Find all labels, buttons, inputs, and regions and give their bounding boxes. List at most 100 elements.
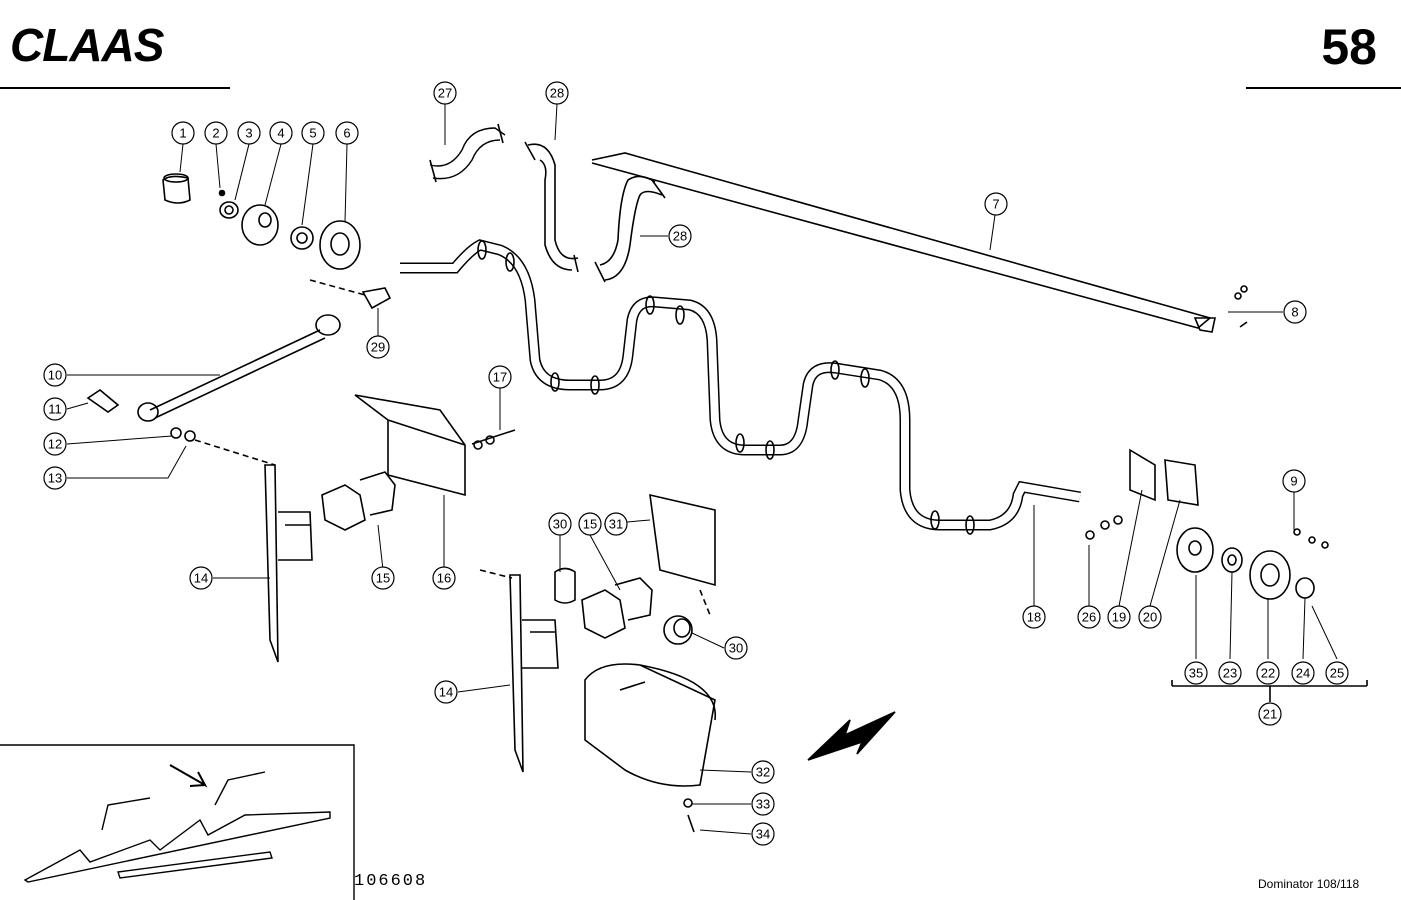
part-29-bracket xyxy=(361,287,392,310)
tube-clamps xyxy=(477,240,975,535)
part-32-cover xyxy=(584,663,716,787)
svg-text:30: 30 xyxy=(729,641,743,656)
callout-19: 19 xyxy=(1107,605,1131,629)
callout-labels: 1 2 3 4 5 6 7 8 9 10 11 12 13 14 14 15 1… xyxy=(43,81,1349,846)
callout-14a: 14 xyxy=(189,566,213,590)
callout-1: 1 xyxy=(171,121,195,145)
svg-text:22: 22 xyxy=(1261,666,1275,681)
svg-text:3: 3 xyxy=(245,126,252,141)
svg-text:29: 29 xyxy=(371,340,385,355)
callout-3: 3 xyxy=(237,121,261,145)
part-16-plate xyxy=(354,394,466,497)
svg-text:15: 15 xyxy=(376,571,390,586)
callout-13: 13 xyxy=(43,466,67,490)
callout-10: 10 xyxy=(43,363,67,387)
callout-31: 31 xyxy=(604,512,628,536)
callout-23: 23 xyxy=(1218,661,1242,685)
model-label: Dominator 108/118 xyxy=(1258,877,1360,891)
callout-6: 6 xyxy=(335,121,359,145)
svg-text:28: 28 xyxy=(673,229,687,244)
callout-14b: 14 xyxy=(434,680,458,704)
svg-text:25: 25 xyxy=(1330,666,1344,681)
direction-arrow xyxy=(807,711,896,761)
part-23-bearing xyxy=(1221,547,1243,573)
svg-text:35: 35 xyxy=(1189,666,1203,681)
part-11-bolt xyxy=(86,389,120,413)
callout-16: 16 xyxy=(432,566,456,590)
svg-text:10: 10 xyxy=(48,368,62,383)
svg-text:32: 32 xyxy=(756,765,770,780)
part-24-bushing xyxy=(1295,577,1315,599)
svg-text:17: 17 xyxy=(493,370,507,385)
callout-22: 22 xyxy=(1256,661,1280,685)
callout-35: 35 xyxy=(1184,661,1208,685)
part-35-flange xyxy=(1176,527,1214,573)
callout-17: 17 xyxy=(488,365,512,389)
svg-text:23: 23 xyxy=(1223,666,1237,681)
part-6-flange xyxy=(319,220,361,270)
callout-9: 9 xyxy=(1282,469,1306,493)
callout-4: 4 xyxy=(269,121,293,145)
hose-28a xyxy=(527,143,579,271)
callout-7: 7 xyxy=(984,192,1008,216)
svg-text:20: 20 xyxy=(1143,610,1157,625)
svg-text:12: 12 xyxy=(48,437,62,452)
part-19-bracket xyxy=(1129,448,1156,502)
hose-28b xyxy=(599,175,663,281)
part-15-guide-a xyxy=(321,471,396,531)
inset-overview xyxy=(0,744,355,900)
callout-11: 11 xyxy=(43,397,67,421)
part-5-bearing xyxy=(290,226,314,250)
part-4-flange xyxy=(241,204,279,246)
callout-27: 27 xyxy=(433,81,457,105)
part-10-rod xyxy=(149,329,326,419)
callout-33: 33 xyxy=(751,792,775,816)
svg-text:11: 11 xyxy=(48,402,62,417)
part-14-blade-a xyxy=(264,464,279,663)
svg-text:6: 6 xyxy=(343,126,350,141)
brand-logo: CLAAS xyxy=(10,19,164,71)
header-rule-left xyxy=(0,87,230,89)
svg-text:27: 27 xyxy=(438,86,452,101)
callout-28b: 28 xyxy=(668,224,692,248)
callout-15a: 15 xyxy=(371,566,395,590)
part-15-guide-b xyxy=(581,577,653,639)
callout-28a: 28 xyxy=(545,81,569,105)
callout-26: 26 xyxy=(1077,605,1101,629)
svg-text:21: 21 xyxy=(1263,707,1277,722)
svg-text:8: 8 xyxy=(1291,305,1298,320)
part-14-blade-b xyxy=(509,574,524,773)
svg-text:33: 33 xyxy=(756,797,770,812)
callout-24: 24 xyxy=(1291,661,1315,685)
callout-2: 2 xyxy=(204,121,228,145)
svg-text:19: 19 xyxy=(1112,610,1126,625)
callout-29: 29 xyxy=(366,335,390,359)
svg-text:14: 14 xyxy=(194,571,208,586)
svg-text:28: 28 xyxy=(550,86,564,101)
svg-text:5: 5 xyxy=(309,126,316,141)
svg-text:16: 16 xyxy=(437,571,451,586)
callout-30b: 30 xyxy=(724,636,748,660)
svg-text:18: 18 xyxy=(1027,610,1041,625)
svg-text:34: 34 xyxy=(756,827,770,842)
callout-20: 20 xyxy=(1138,605,1162,629)
callout-8: 8 xyxy=(1283,300,1307,324)
callout-21: 21 xyxy=(1258,702,1282,726)
callout-30a: 30 xyxy=(548,512,572,536)
svg-text:26: 26 xyxy=(1082,610,1096,625)
callout-5: 5 xyxy=(301,121,325,145)
part-1-bushing xyxy=(162,175,191,204)
svg-text:15: 15 xyxy=(583,517,597,532)
svg-text:9: 9 xyxy=(1290,474,1297,489)
part-20-bracket xyxy=(1164,459,1199,506)
callout-34: 34 xyxy=(751,822,775,846)
part-31-plate xyxy=(649,493,716,587)
drawing-number: 106608 xyxy=(354,872,428,891)
callout-32: 32 xyxy=(751,760,775,784)
svg-text:13: 13 xyxy=(48,471,62,486)
header-rule-right xyxy=(1246,87,1401,89)
page-number: 58 xyxy=(1321,19,1377,75)
callout-25: 25 xyxy=(1325,661,1349,685)
hose-27 xyxy=(429,127,506,180)
